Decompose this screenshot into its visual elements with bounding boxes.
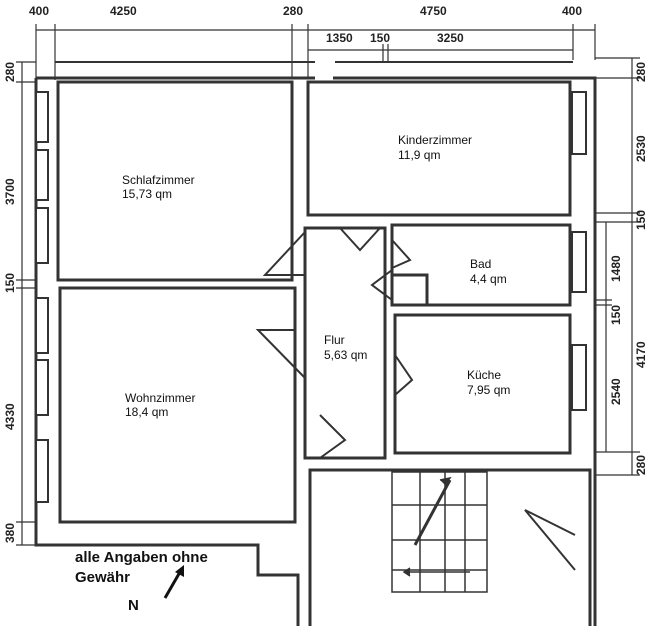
- dim-top-inner-3: 3250: [437, 31, 464, 45]
- room-kinderzimmer: [306, 80, 572, 217]
- stairwell: [308, 468, 592, 626]
- room-wohnzimmer: [58, 286, 297, 524]
- room-name-schlafzimmer: Schlafzimmer: [122, 173, 195, 187]
- dim-left-1: 280: [3, 62, 17, 82]
- dim-right-inner-2: 150: [609, 305, 623, 325]
- dim-top-inner-2: 150: [370, 31, 390, 45]
- windows: [35, 91, 587, 503]
- dim-left-2: 3700: [3, 178, 17, 205]
- north-label: N: [128, 597, 139, 614]
- dim-right-5: 280: [634, 455, 648, 475]
- room-area-kueche: 7,95 qm: [467, 383, 510, 397]
- room-name-kueche: Küche: [467, 368, 501, 382]
- room-name-bad: Bad: [470, 257, 491, 271]
- dim-top-3: 280: [283, 4, 303, 18]
- right-dimension-chain: 280 2530 150 4170 280 1480 150 2540: [595, 57, 648, 476]
- top-dimension-chain: 400 4250 280 4750 400 1350 150 3250: [29, 4, 596, 82]
- doors: [255, 227, 576, 571]
- staircase: [391, 471, 488, 593]
- room-flur: [303, 226, 387, 460]
- disclaimer-line-2: Gewähr: [75, 569, 130, 586]
- dim-top-inner-1: 1350: [326, 31, 353, 45]
- dim-right-3: 150: [634, 210, 648, 230]
- dim-right-4: 4170: [634, 341, 648, 368]
- dim-left-4: 4330: [3, 403, 17, 430]
- room-area-kinderzimmer: 11,9 qm: [398, 148, 440, 162]
- dim-right-2: 2530: [634, 135, 648, 162]
- room-area-schlafzimmer: 15,73 qm: [122, 187, 172, 201]
- left-dimension-chain: 280 3700 150 4330 380: [3, 61, 36, 546]
- dim-right-1: 280: [634, 62, 648, 82]
- dim-right-inner-3: 2540: [609, 378, 623, 405]
- dim-left-5: 380: [3, 523, 17, 543]
- dim-top-5: 400: [562, 4, 582, 18]
- dim-left-3: 150: [3, 273, 17, 293]
- room-name-wohnzimmer: Wohnzimmer: [125, 391, 195, 405]
- dim-top-2: 4250: [110, 4, 137, 18]
- north-arrow-icon: [163, 565, 184, 599]
- dim-right-inner-1: 1480: [609, 255, 623, 282]
- dim-top-1: 400: [29, 4, 49, 18]
- room-area-flur: 5,63 qm: [324, 348, 367, 362]
- room-kueche: [393, 313, 572, 455]
- dim-top-4: 4750: [420, 4, 447, 18]
- room-name-kinderzimmer: Kinderzimmer: [398, 133, 472, 147]
- room-area-bad: 4,4 qm: [470, 272, 507, 286]
- disclaimer-line-1: alle Angaben ohne: [75, 549, 208, 566]
- room-name-flur: Flur: [324, 333, 345, 347]
- room-schlafzimmer: [56, 80, 294, 282]
- room-area-wohnzimmer: 18,4 qm: [125, 405, 168, 419]
- shaft: [390, 273, 429, 307]
